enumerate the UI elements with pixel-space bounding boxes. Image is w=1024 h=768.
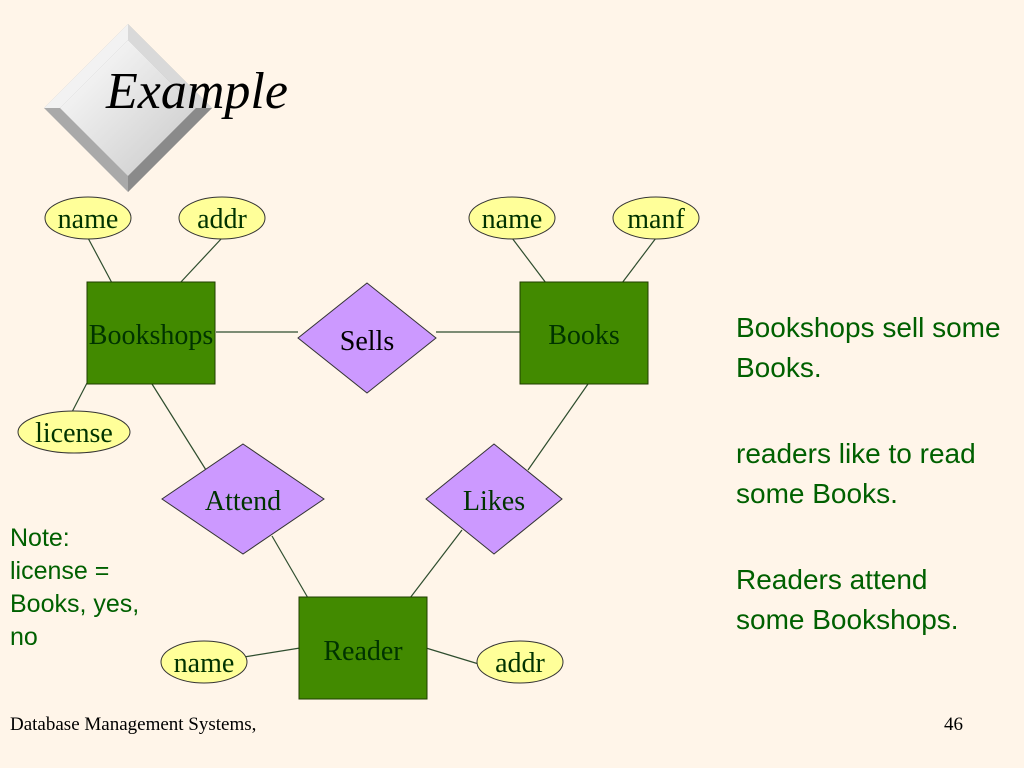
description-paragraph: Bookshops sell some Books. <box>736 308 1024 388</box>
attribute-reader-name: name <box>160 640 248 684</box>
attribute-books-name-label: name <box>482 204 543 235</box>
line-books-manf <box>621 237 657 284</box>
connector-lines <box>71 237 657 666</box>
attribute-bookshops-addr-label: addr <box>197 204 247 235</box>
relationship-likes: Likes <box>425 443 563 555</box>
attribute-books-manf-label: manf <box>627 204 685 235</box>
attribute-reader-name-label: name <box>174 648 235 679</box>
description-line: Bookshops sell some <box>736 312 1001 343</box>
line-books-likes <box>527 383 589 471</box>
slide-title: Example <box>106 63 288 120</box>
description-paragraph: Readers attend some Bookshops. <box>736 560 1024 640</box>
line-attend-reader <box>271 535 309 599</box>
relationship-sells: Sells <box>297 282 437 394</box>
relationship-attend-label: Attend <box>205 486 281 517</box>
attribute-bookshops-name-label: name <box>58 204 119 235</box>
attribute-bookshops-addr: addr <box>178 196 266 240</box>
attribute-bookshops-license: license <box>17 410 131 454</box>
note-line: Books, yes, <box>10 590 140 618</box>
line-reader-addr <box>425 647 483 666</box>
description-block: Bookshops sell some Books. readers like … <box>736 308 1024 686</box>
line-bookshops-addr <box>179 237 223 284</box>
description-line: Books. <box>736 352 822 383</box>
entity-reader: Reader <box>298 596 428 700</box>
entity-books: Books <box>519 281 649 385</box>
line-likes-reader <box>409 529 463 599</box>
line-bookshops-attend <box>151 383 207 471</box>
footer-page-number: 46 <box>944 714 963 735</box>
line-bookshops-license <box>71 382 88 413</box>
line-reader-name <box>243 647 301 658</box>
attribute-books-name: name <box>468 196 556 240</box>
attribute-reader-addr-label: addr <box>495 648 545 679</box>
line-bookshops-name <box>87 237 113 284</box>
attribute-bookshops-name: name <box>44 196 132 240</box>
entity-books-label: Books <box>548 320 620 351</box>
entity-reader-label: Reader <box>323 636 403 667</box>
attribute-reader-addr: addr <box>476 640 564 684</box>
note-line: Note: <box>10 524 70 552</box>
attribute-books-manf: manf <box>612 196 700 240</box>
description-line: some Books. <box>736 478 898 509</box>
description-paragraph: readers like to read some Books. <box>736 434 1024 514</box>
note-line: no <box>10 623 38 651</box>
relationship-attend: Attend <box>161 443 325 555</box>
title-diamond-decoration <box>44 24 212 192</box>
attribute-bookshops-license-label: license <box>35 418 113 449</box>
description-line: Readers attend <box>736 564 928 595</box>
line-books-name <box>511 237 547 284</box>
note-line: license = <box>10 557 110 585</box>
footer-course-title: Database Management Systems, <box>10 714 257 735</box>
note-block: Note: license = Books, yes, no <box>10 522 170 654</box>
entity-bookshops-label: Bookshops <box>89 320 213 351</box>
description-line: some Bookshops. <box>736 604 959 635</box>
description-line: readers like to read <box>736 438 976 469</box>
relationship-likes-label: Likes <box>463 486 525 517</box>
entity-bookshops: Bookshops <box>86 281 216 385</box>
relationship-sells-label: Sells <box>340 326 394 357</box>
